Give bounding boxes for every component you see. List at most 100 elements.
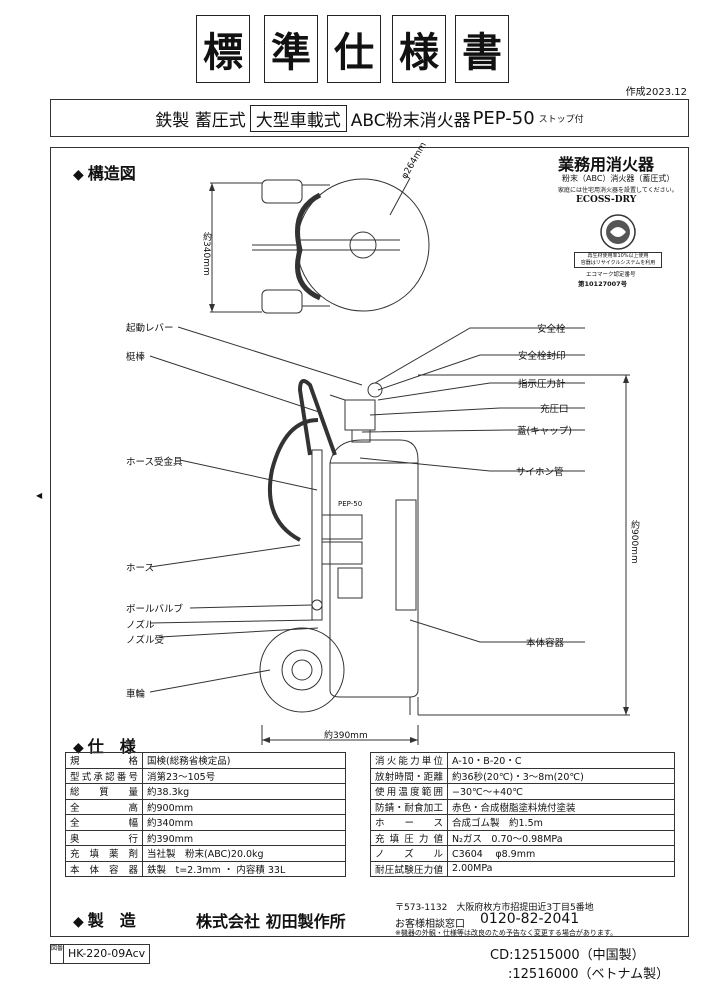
- spec-value: C3604 φ8.9mm: [447, 845, 675, 862]
- title-char-2: 準: [264, 15, 318, 83]
- product-note: ストップ付: [538, 114, 584, 125]
- spec-key: 奥行: [65, 829, 143, 846]
- label-safety-pin: 安全栓: [537, 324, 566, 335]
- drawing-label: 図番: [51, 945, 64, 963]
- label-ball-valve: ボールバルブ: [126, 604, 184, 615]
- dim-width: 約390mm: [324, 731, 368, 741]
- spec-value: N₂ガス 0.70〜0.98MPa: [447, 829, 675, 846]
- spec-row: 充填薬剤当社製 粉末(ABC)20.0kg: [65, 845, 346, 862]
- product-model: PEP-50: [472, 107, 535, 129]
- label-hose: ホース: [126, 563, 155, 574]
- product-category: 大型車載式: [249, 104, 347, 132]
- tel-label: お客様相談窓口: [395, 919, 465, 930]
- label-filling-port: 充圧口: [540, 404, 569, 415]
- ecoss-dry-logo: ECOSS-DRY: [576, 195, 637, 205]
- spec-key: 全幅: [65, 814, 143, 831]
- wheel: [259, 627, 345, 713]
- spec-value: 当社製 粉末(ABC)20.0kg: [142, 845, 346, 862]
- company-address: 〒573-1132 大阪府枚方市招提田近3丁目5番地: [395, 903, 594, 913]
- label-pressure-gauge: 指示圧力計: [518, 379, 566, 390]
- spec-value: 鉄製 t=2.3mm ・ 内容積 33L: [142, 860, 346, 877]
- title-char-4: 様: [392, 15, 446, 83]
- cd-code-vietnam: :12516000（ベトナム製）: [508, 967, 670, 982]
- title-char-3: 仕: [327, 15, 381, 83]
- badge-title: 業務用消火器: [558, 155, 655, 174]
- label-lever-bar: 梃棒: [126, 352, 146, 363]
- product-type: 蓄圧式: [194, 110, 246, 131]
- spec-value: 2.00MPa: [447, 860, 675, 877]
- ecomark-number: 第10127007号: [578, 280, 628, 288]
- title-char-5: 書: [455, 15, 509, 83]
- spec-key: 放射時間・距離: [370, 767, 448, 784]
- ecomark-icon: [600, 214, 636, 250]
- spec-key: 使用温度範囲: [370, 783, 448, 800]
- title-char-1: 標: [196, 15, 250, 83]
- label-nozzle: ノズル: [126, 620, 155, 631]
- recycle-box: 再生材使用率10%以上使用 容器はリサイクルシステムを利用: [574, 252, 662, 268]
- spec-row: 規格国検(総務省検定品): [65, 752, 346, 769]
- label-hose-holder: ホース受金具: [126, 457, 183, 468]
- spec-key: 総質量: [65, 783, 143, 800]
- spec-value: 合成ゴム製 約1.5m: [447, 814, 675, 831]
- tel-number: 0120-82-2041: [480, 911, 580, 927]
- spec-value: 約340mm: [142, 814, 346, 831]
- spec-value: 赤色・合成樹脂塗料焼付塗装: [447, 798, 675, 815]
- spec-key: 型式承認番号: [65, 767, 143, 784]
- structure-section-title: ◆構造図: [73, 164, 136, 183]
- ecomark-label: エコマーク認定番号: [586, 272, 636, 278]
- dim-depth: 約340mm: [201, 232, 211, 276]
- label-siphon-tube: サイホン管: [516, 467, 564, 478]
- label-nozzle-holder: ノズル受: [126, 635, 165, 646]
- spec-key: 消火能力単位: [370, 752, 448, 769]
- creation-date: 作成2023.12: [625, 87, 687, 98]
- label-body-container: 本体容器: [526, 638, 565, 649]
- cd-code-china: CD:12515000（中国製）: [490, 948, 645, 963]
- spec-key: 本体容器: [65, 860, 143, 877]
- spec-key: ノズル: [370, 845, 448, 862]
- spec-value: 消第23〜105号: [142, 767, 346, 784]
- spec-key: 充填圧力値: [370, 829, 448, 846]
- spec-row: 使用温度範囲−30℃〜+40℃: [370, 783, 675, 800]
- spec-value: 約36秒(20℃)・3〜8m(20℃): [447, 767, 675, 784]
- spec-value: −30℃〜+40℃: [447, 783, 675, 800]
- topview-wheel-bottom: [261, 289, 303, 314]
- product-badge: 業務用消火器 粉末（ABC）消火器（蓄圧式） 家庭には住宅用消火器を設置してくだ…: [556, 147, 689, 292]
- spec-key: 耐圧試験圧力値: [370, 860, 448, 877]
- company-name: 株式会社 初田製作所: [196, 912, 346, 931]
- label-wheel: 車輪: [126, 689, 146, 700]
- spec-row: 防錆・耐食加工赤色・合成樹脂塗料焼付塗装: [370, 798, 675, 815]
- spec-value: 約390mm: [142, 829, 346, 846]
- spec-row: ホース合成ゴム製 約1.5m: [370, 814, 675, 831]
- body-model-text: PEP-50: [338, 500, 363, 508]
- drawing-number-box: 図番 HK-220-09Acv: [50, 944, 151, 964]
- spec-key: 充填薬剤: [65, 845, 143, 862]
- spec-row: 全幅約340mm: [65, 814, 346, 831]
- spec-row: 本体容器鉄製 t=2.3mm ・ 内容積 33L: [65, 860, 346, 877]
- spec-row: 総質量約38.3kg: [65, 783, 346, 800]
- spec-key: 全高: [65, 798, 143, 815]
- label-cap: 蓋(キャップ): [517, 426, 572, 437]
- label-start-lever: 起動レバー: [126, 323, 174, 334]
- spec-section-title: ◆仕 様: [73, 737, 136, 756]
- spec-value: 約38.3kg: [142, 783, 346, 800]
- dim-height: 約900mm: [629, 520, 639, 564]
- spec-row: 全高約900mm: [65, 798, 346, 815]
- spec-value: 国検(総務省検定品): [142, 752, 346, 769]
- spec-value: 約900mm: [142, 798, 346, 815]
- spec-key: 防錆・耐食加工: [370, 798, 448, 815]
- badge-subtitle: 粉末（ABC）消火器（蓄圧式）: [562, 174, 675, 183]
- drawing-number: HK-220-09Acv: [68, 947, 146, 960]
- page-marker-icon: ◀: [36, 491, 43, 500]
- spec-value: A-10・B-20・C: [447, 752, 675, 769]
- spec-row: 放射時間・距離約36秒(20℃)・3〜8m(20℃): [370, 767, 675, 784]
- maker-section-title: ◆製 造: [73, 911, 136, 930]
- main-frame: [50, 147, 689, 937]
- spec-key: 規格: [65, 752, 143, 769]
